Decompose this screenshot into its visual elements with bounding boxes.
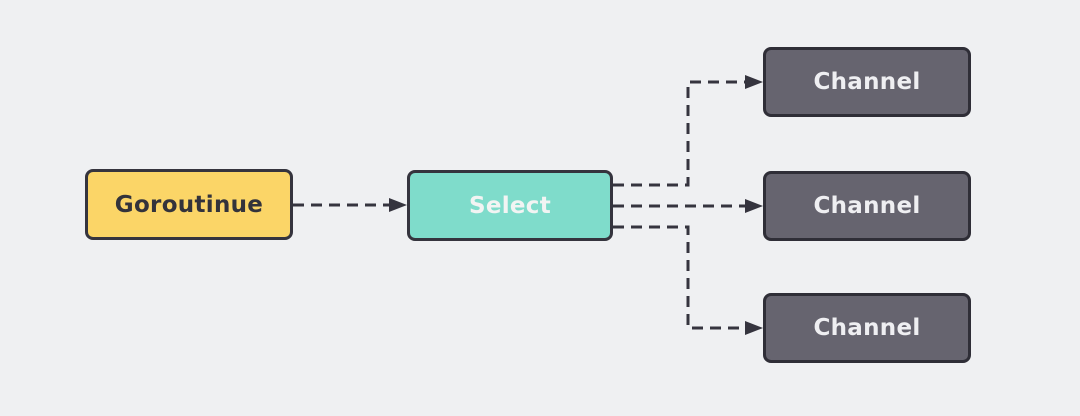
arrowhead-icon (389, 198, 407, 212)
arrowhead-icon (745, 321, 763, 335)
node-goroutine-label: Goroutinue (114, 191, 264, 218)
connector-select-to-channel-2 (613, 199, 763, 213)
connector-select-to-channel-1 (613, 75, 763, 187)
connector-goroutine-to-select (293, 198, 407, 212)
node-channel-3: Channel (763, 293, 971, 363)
arrowhead-icon (745, 75, 763, 89)
node-channel-3-label: Channel (813, 315, 921, 341)
node-goroutine: Goroutinue (85, 169, 293, 240)
connector-select-to-channel-3 (613, 225, 763, 335)
node-channel-1-label: Channel (813, 69, 921, 95)
node-channel-2-label: Channel (813, 193, 921, 219)
arrowhead-icon (745, 199, 763, 213)
node-select-label: Select (468, 192, 552, 219)
node-channel-2: Channel (763, 171, 971, 241)
node-channel-1: Channel (763, 47, 971, 117)
node-select: Select (407, 170, 613, 241)
